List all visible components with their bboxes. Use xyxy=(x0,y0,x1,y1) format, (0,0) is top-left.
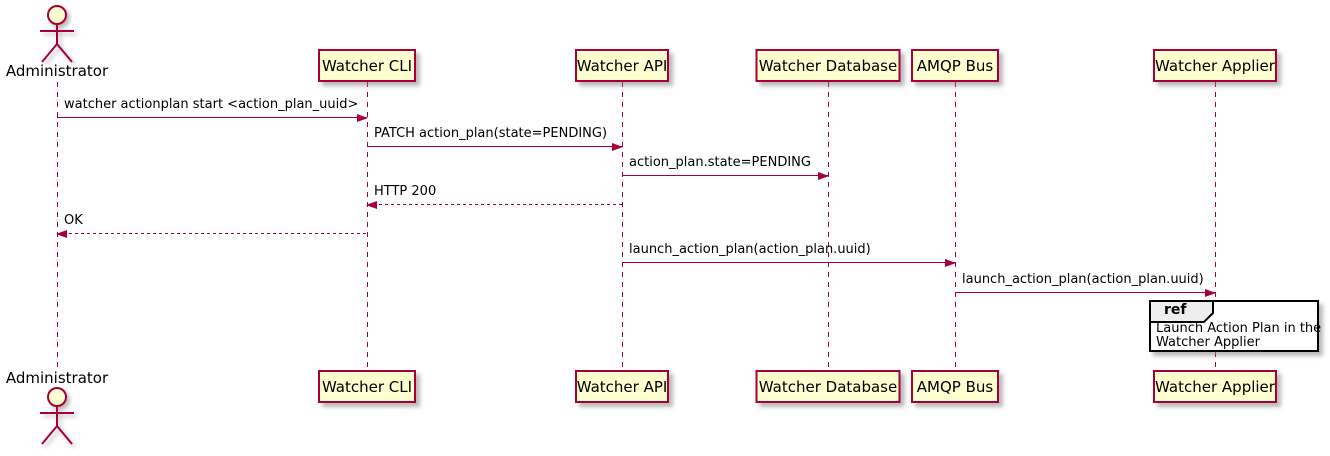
message-ok: OK xyxy=(56,213,367,238)
message-label: launch_action_plan(action_plan.uuid) xyxy=(629,242,871,257)
message-patch-action-plan: PATCH action_plan(state=PENDING) xyxy=(367,126,623,151)
participant-label: AMQP Bus xyxy=(916,56,994,75)
message-line xyxy=(57,233,367,234)
message-line xyxy=(622,262,955,263)
participant-watcher-applier-bottom: Watcher Applier xyxy=(1153,370,1277,403)
participant-watcher-api-top: Watcher API xyxy=(575,49,669,82)
ref-text-line: Watcher Applier xyxy=(1156,335,1260,350)
participant-amqp-bus-bottom: AMQP Bus xyxy=(911,370,999,403)
participant-watcher-applier-top: Watcher Applier xyxy=(1153,49,1277,82)
participant-label: Watcher Applier xyxy=(1155,377,1275,396)
message-line xyxy=(367,204,622,205)
actor-label-bottom: Administrator xyxy=(5,369,109,387)
message-http-200: HTTP 200 xyxy=(366,184,622,209)
participant-watcher-cli-top: Watcher CLI xyxy=(318,49,416,82)
lifeline-administrator xyxy=(57,82,58,370)
lifeline-watcher-applier xyxy=(1215,82,1216,370)
lifeline-watcher-api xyxy=(622,82,623,370)
message-launch-action-plan-api-to-amqp: launch_action_plan(action_plan.uuid) xyxy=(622,242,956,267)
arrowhead-right-icon xyxy=(818,172,829,180)
participant-label: Watcher Database xyxy=(758,377,898,396)
message-label: OK xyxy=(64,213,83,228)
arrowhead-right-icon xyxy=(357,114,368,122)
message-label: PATCH action_plan(state=PENDING) xyxy=(374,126,608,141)
arrowhead-right-icon xyxy=(612,143,623,151)
message-action-plan-state-pending: action_plan.state=PENDING xyxy=(622,155,829,180)
message-label: HTTP 200 xyxy=(374,184,437,199)
participant-label: Watcher API xyxy=(576,377,668,396)
participant-watcher-cli-bottom: Watcher CLI xyxy=(318,370,416,403)
participant-label: Watcher Applier xyxy=(1155,56,1275,75)
actor-label-top: Administrator xyxy=(5,62,109,80)
message-watcher-actionplan-start: watcher actionplan start <action_plan_uu… xyxy=(57,97,368,122)
message-line xyxy=(367,146,622,147)
ref-text: Launch Action Plan in the Watcher Applie… xyxy=(1156,322,1321,350)
participant-label: Watcher API xyxy=(576,56,668,75)
participant-watcher-api-bottom: Watcher API xyxy=(575,370,669,403)
lifeline-watcher-cli xyxy=(367,82,368,370)
message-line xyxy=(955,292,1215,293)
ref-tab-pentagon-icon xyxy=(1149,300,1214,323)
message-launch-action-plan-amqp-to-applier: launch_action_plan(action_plan.uuid) xyxy=(955,272,1216,297)
actor-icon xyxy=(40,387,74,445)
arrowhead-right-icon xyxy=(945,259,956,267)
arrowhead-left-icon xyxy=(56,230,67,238)
participant-label: Watcher CLI xyxy=(321,56,413,75)
arrowhead-left-icon xyxy=(366,201,377,209)
lifeline-amqp-bus xyxy=(955,82,956,370)
arrowhead-right-icon xyxy=(1205,289,1216,297)
participant-label: AMQP Bus xyxy=(916,377,994,396)
message-label: launch_action_plan(action_plan.uuid) xyxy=(962,272,1204,287)
actor-icon xyxy=(40,5,74,63)
ref-text-line: Launch Action Plan in the xyxy=(1156,321,1322,336)
participant-label: Watcher Database xyxy=(758,56,898,75)
participant-amqp-bus-top: AMQP Bus xyxy=(911,49,999,82)
message-line xyxy=(57,117,367,118)
message-line xyxy=(622,175,828,176)
ref-fragment: ref Launch Action Plan in the Watcher Ap… xyxy=(1149,300,1321,352)
lifeline-watcher-database xyxy=(828,82,829,370)
message-label: watcher actionplan start <action_plan_uu… xyxy=(64,97,359,112)
message-label: action_plan.state=PENDING xyxy=(629,155,811,170)
participant-label: Watcher CLI xyxy=(321,377,413,396)
ref-keyword: ref xyxy=(1164,302,1187,318)
participant-watcher-database-bottom: Watcher Database xyxy=(755,370,901,403)
participant-watcher-database-top: Watcher Database xyxy=(755,49,901,82)
